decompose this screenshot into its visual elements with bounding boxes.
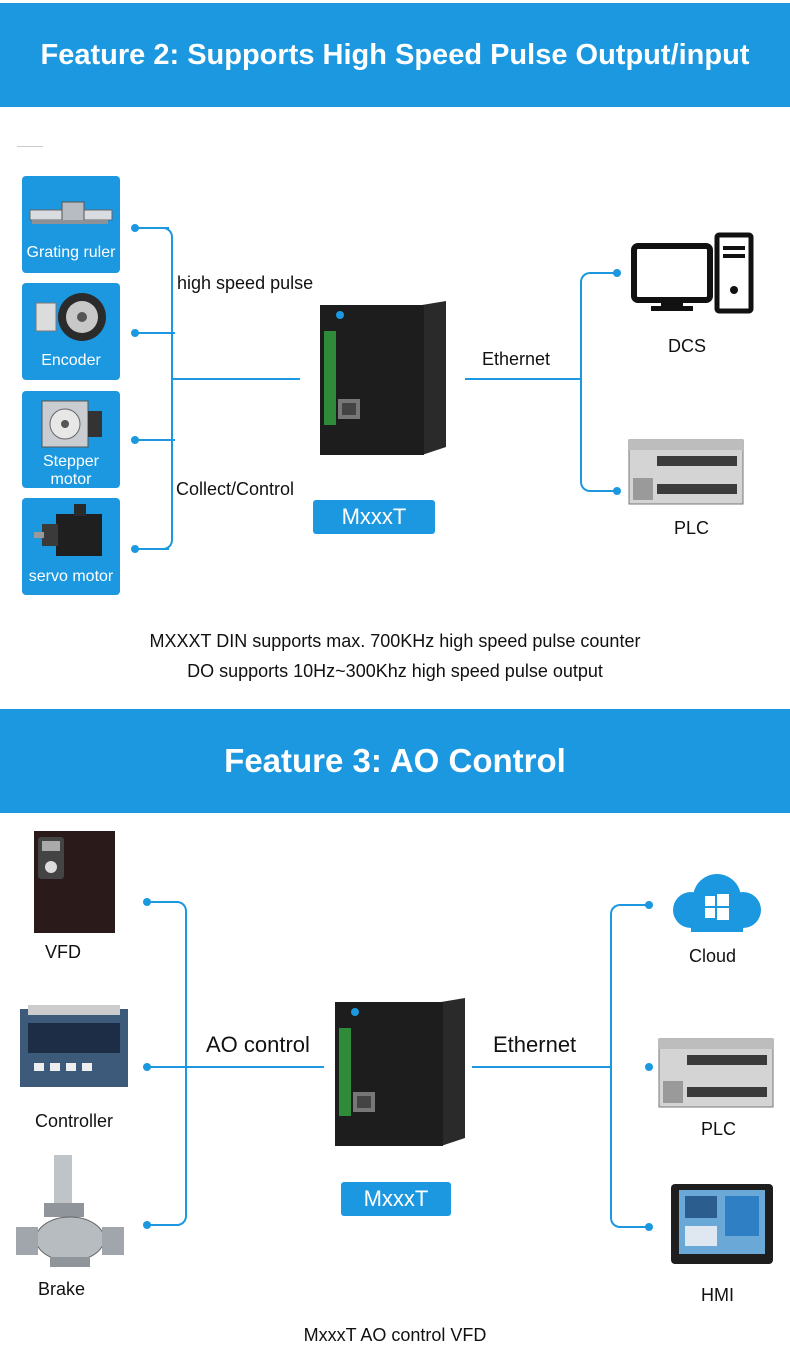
bracket-left: [175, 901, 187, 1226]
connector-line: [472, 1066, 612, 1068]
bracket-right: [580, 272, 592, 492]
connector-dot: [613, 269, 621, 277]
target-label-dcs: DCS: [668, 336, 707, 356]
target-label-plc: PLC: [674, 518, 710, 538]
connector-dot: [645, 1223, 653, 1231]
cloud-icon: [673, 874, 761, 932]
stepper-motor-icon: [41, 400, 102, 448]
connector-line: [620, 904, 650, 906]
mxxxt-device-icon: [320, 301, 446, 455]
computer-icon: [631, 232, 754, 314]
encoder-card: Encoder: [22, 283, 120, 380]
target-label-hmi: HMI: [701, 1285, 734, 1305]
source-label-servo-motor: servo motor: [28, 568, 114, 585]
connector-line: [135, 439, 175, 441]
target-label-cloud: Cloud: [689, 946, 737, 966]
device-label: MxxxT: [341, 1182, 451, 1216]
target-label-plc: PLC: [701, 1119, 737, 1139]
source-label-brake: Brake: [38, 1279, 86, 1299]
vfd-icon: [34, 831, 115, 933]
connector-line: [173, 378, 300, 380]
hmi-icon: [671, 1184, 773, 1264]
connector-line: [135, 332, 175, 334]
link-label-ao-control: AO control: [206, 1032, 310, 1057]
connector-line: [590, 490, 618, 492]
controller-icon: [20, 1005, 128, 1087]
connector-dot: [645, 901, 653, 909]
divider: [17, 146, 43, 147]
source-label-controller: Controller: [35, 1111, 114, 1131]
ethernet-label: Ethernet: [493, 1032, 577, 1057]
servo-motor-card: servo motor: [22, 498, 120, 595]
feature2-caption-line1: MXXXT DIN supports max. 700KHz high spee…: [149, 631, 641, 651]
feature2-banner: Feature 2: Supports High Speed Pulse Out…: [0, 3, 790, 107]
connector-line: [620, 1226, 650, 1228]
connector-line: [147, 901, 179, 903]
servo-motor-icon: [34, 504, 102, 556]
source-label-stepper-motor: Stepper motor: [42, 453, 100, 488]
feature2-title: Feature 2: Supports High Speed Pulse Out…: [40, 38, 750, 71]
source-label-grating-ruler: Grating ruler: [26, 244, 116, 261]
mxxxt-device-icon: [335, 998, 465, 1146]
plc-icon: [658, 1038, 774, 1108]
stepper-motor-card: Stepper motor: [22, 391, 120, 488]
plc-icon: [628, 439, 744, 505]
connector-line: [187, 1066, 324, 1068]
connector-line: [465, 378, 582, 380]
bracket-right: [610, 904, 622, 1228]
connector-line: [147, 1066, 187, 1068]
feature3-banner: Feature 3: AO Control: [0, 709, 790, 813]
grating-ruler-card: Grating ruler: [22, 176, 120, 273]
device-label: MxxxT: [313, 500, 435, 534]
feature3-title: Feature 3: AO Control: [224, 742, 566, 779]
connector-line: [147, 1224, 179, 1226]
encoder-icon: [35, 293, 106, 341]
feature2-caption-line2: DO supports 10Hz~300Khz high speed pulse…: [187, 661, 603, 681]
connector-line: [135, 548, 169, 550]
link-label-collect-control: Collect/Control: [176, 479, 295, 499]
connector-dot: [645, 1063, 653, 1071]
connector-line: [590, 272, 618, 274]
brake-valve-icon: [16, 1155, 124, 1267]
link-label-high-speed-pulse: high speed pulse: [177, 273, 314, 293]
feature3-caption: MxxxT AO control VFD: [303, 1325, 487, 1345]
ethernet-label: Ethernet: [482, 349, 551, 369]
connector-line: [135, 227, 169, 229]
connector-dot: [613, 487, 621, 495]
bracket-left: [161, 227, 173, 550]
source-label-vfd: VFD: [45, 942, 81, 962]
grating-ruler-icon: [29, 201, 113, 224]
source-label-encoder: Encoder: [41, 352, 101, 369]
